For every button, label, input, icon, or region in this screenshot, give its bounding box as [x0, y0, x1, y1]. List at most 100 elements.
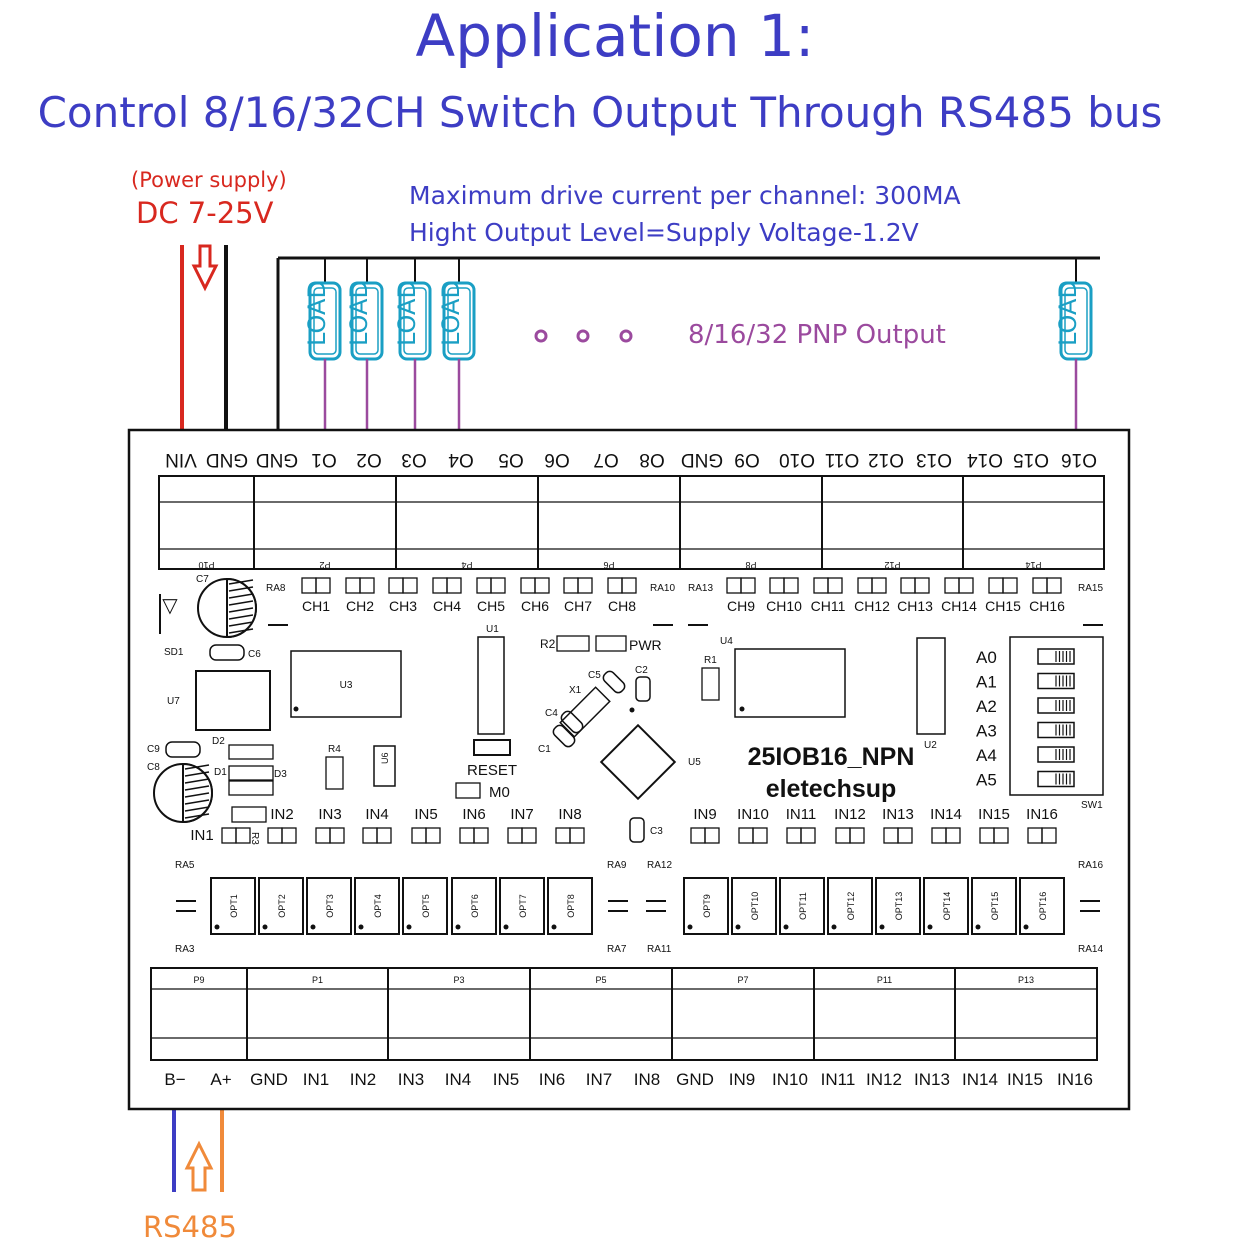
diode-d1: [228, 765, 274, 781]
top-terminal-label: GND: [206, 449, 248, 470]
jumper-m0: [455, 782, 481, 799]
reset-button: [473, 739, 511, 756]
opto-label: OPT14: [942, 892, 952, 921]
led-pad: [827, 577, 843, 594]
top-terminal-label: GND: [256, 449, 298, 470]
bottom-terminal-label: IN7: [586, 1070, 612, 1089]
input-led-pad: [704, 827, 720, 844]
input-led-pad: [993, 827, 1009, 844]
silkscreen-u2: U2: [924, 740, 937, 751]
led-pad: [490, 577, 506, 594]
resistor-r2: [556, 635, 590, 652]
led-pad: [359, 577, 375, 594]
led-pad: [740, 577, 756, 594]
board-model: 25IOB16_NPN: [748, 743, 915, 771]
top-terminal-label: O6: [544, 449, 569, 470]
input-led-pad: [752, 827, 768, 844]
capacitor-c6: [209, 644, 245, 661]
optocoupler: [402, 877, 448, 935]
silkscreen-ra16: RA16: [1078, 860, 1103, 871]
channel-label: CH13: [897, 598, 933, 614]
silkscreen-c2: C2: [635, 665, 648, 676]
bottom-terminal-label: IN6: [539, 1070, 565, 1089]
terminal-block: [821, 475, 964, 570]
led-pad: [534, 577, 550, 594]
optocoupler: [731, 877, 777, 935]
silkscreen-c5: C5: [588, 670, 601, 681]
input-led-pad: [569, 827, 585, 844]
input-label: IN11: [786, 806, 817, 823]
silkscreen-c6: C6: [248, 649, 261, 660]
channel-label: CH14: [941, 598, 977, 614]
terminal-block: [813, 967, 956, 1061]
input-led-pad: [521, 827, 537, 844]
address-label: A0: [976, 648, 997, 667]
optocoupler: [971, 877, 1017, 935]
bottom-terminal-label: IN11: [821, 1070, 856, 1089]
connector-label: P8: [745, 560, 756, 570]
sd1-symbol: ▽: [162, 595, 178, 617]
optocoupler: [1019, 877, 1065, 935]
load-box-inner: [313, 287, 337, 355]
input-label: IN5: [414, 806, 437, 823]
silkscreen-u5: U5: [688, 757, 701, 768]
capacitor-c2: [635, 676, 651, 702]
channel-label: CH9: [727, 598, 755, 614]
opto-label: OPT3: [325, 894, 335, 918]
opto-label: OPT5: [421, 894, 431, 918]
optocoupler: [779, 877, 825, 935]
silkscreen-c8: C8: [147, 762, 160, 773]
input-label: IN8: [558, 806, 581, 823]
capacitor-c3: [629, 817, 645, 843]
silkscreen-ra7: RA7: [607, 944, 627, 955]
led-pwr: [595, 635, 627, 652]
opto-label: OPT16: [1038, 892, 1048, 921]
silkscreen-ra11: RA11: [647, 944, 672, 955]
bottom-terminal-label: B−: [164, 1070, 185, 1089]
crystal-x1: [559, 686, 611, 738]
optocoupler: [683, 877, 729, 935]
silkscreen-ra12: RA12: [647, 860, 672, 871]
channel-label: CH6: [521, 598, 549, 614]
input-led-pad: [1041, 827, 1057, 844]
led-pad: [446, 577, 462, 594]
channel-label: CH4: [433, 598, 461, 614]
connector-label: P4: [461, 560, 472, 570]
top-terminal-label: O1: [311, 449, 336, 470]
channel-label: CH8: [608, 598, 636, 614]
top-terminal-label: GND: [681, 449, 723, 470]
top-terminal-label: O9: [734, 449, 759, 470]
opto-label: OPT9: [702, 894, 712, 918]
terminal-block: [529, 967, 673, 1061]
input-led-pad: [849, 827, 865, 844]
input-led-pad: [376, 827, 392, 844]
opto-label: OPT4: [373, 894, 383, 918]
top-terminal-label: O13: [916, 449, 952, 470]
bottom-terminal-label: IN3: [398, 1070, 424, 1089]
load-box-inner: [1064, 287, 1088, 355]
ellipsis-dots: [534, 329, 633, 343]
opto-label: OPT15: [990, 892, 1000, 921]
capacitor-c4: [560, 710, 584, 734]
bottom-terminal-label: IN9: [729, 1070, 755, 1089]
terminal-block: [395, 475, 539, 570]
top-terminal-label: O10: [779, 449, 815, 470]
connector-label: P10: [198, 560, 214, 570]
top-terminal-label: VIN: [165, 449, 197, 470]
silkscreen-c7: C7: [196, 574, 209, 585]
page-subtitle: Control 8/16/32CH Switch Output Through …: [37, 88, 1163, 137]
silkscreen-ra10: RA10: [650, 583, 675, 594]
input-label: IN4: [365, 806, 388, 823]
input-label: IN14: [930, 806, 962, 823]
bottom-terminal-label: IN13: [914, 1070, 950, 1089]
led-pad: [783, 577, 799, 594]
input-led-pad: [473, 827, 489, 844]
resistor-r1: [701, 667, 720, 701]
opto-label: OPT11: [798, 892, 808, 920]
